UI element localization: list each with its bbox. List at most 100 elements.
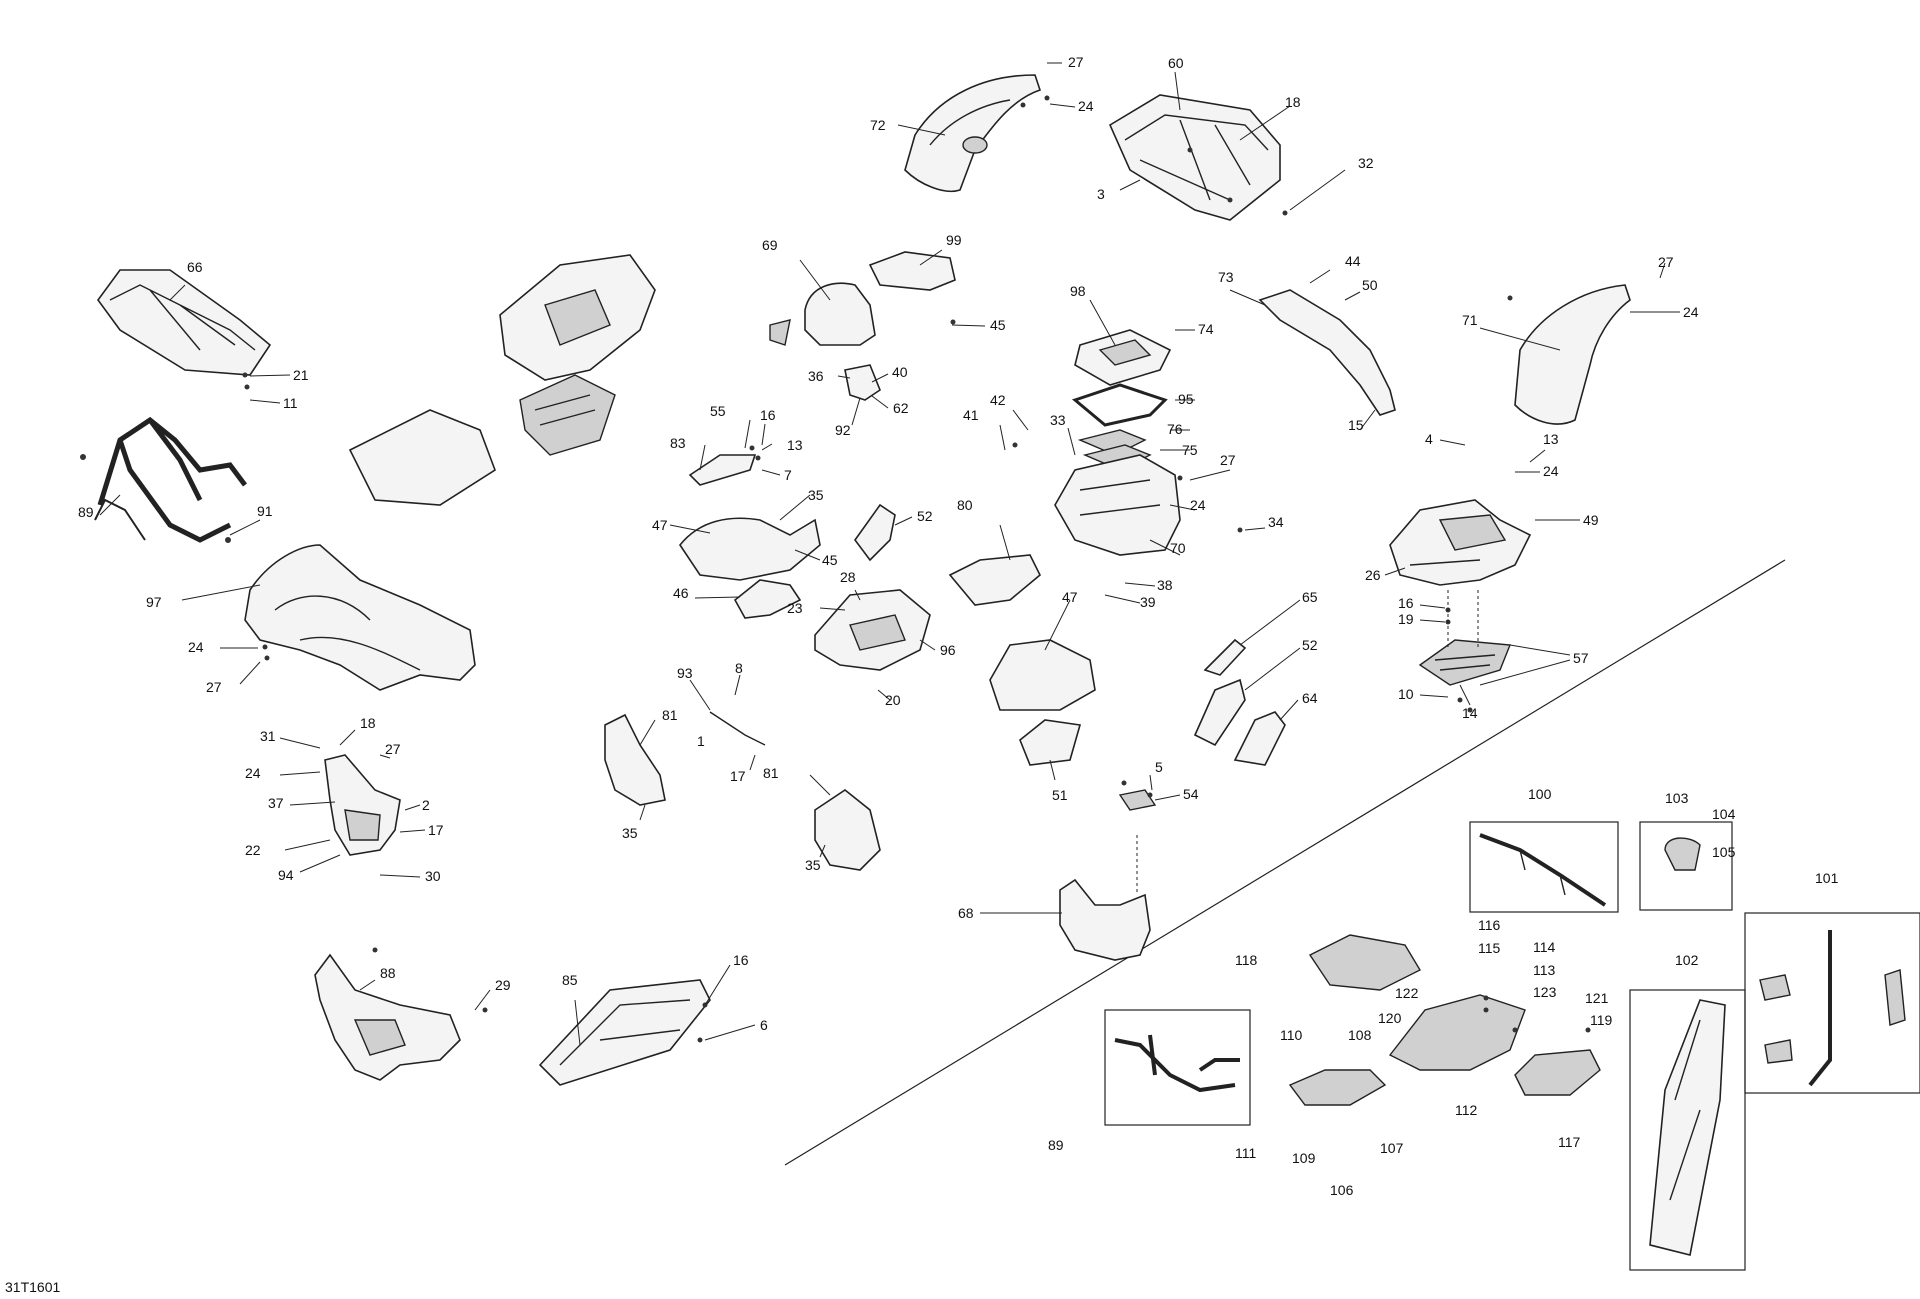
part-console-panel: [519, 374, 616, 456]
part-46-bracket: [733, 579, 802, 619]
callout-label: 27: [1068, 54, 1084, 70]
callout-label: 96: [940, 642, 956, 658]
callout-label: 49: [1583, 512, 1599, 528]
part-66-front-rack: [97, 269, 272, 376]
inset-box-89: [1104, 1009, 1251, 1126]
part-71-rear-fender-right: [1514, 284, 1631, 425]
callout-label: 75: [1182, 442, 1198, 458]
callout-label: 11: [283, 395, 298, 411]
part-73-rail: [1258, 289, 1396, 416]
callout-label: 50: [1362, 277, 1378, 293]
callout-label: 119: [1590, 1012, 1613, 1028]
callout-label: 28: [840, 569, 856, 585]
part-93-bracket: [709, 711, 766, 746]
callout-label: 114: [1533, 939, 1556, 955]
part-101-mount: [1759, 930, 1906, 1087]
callout-label: 42: [990, 392, 1006, 408]
callout-label: 122: [1395, 985, 1419, 1001]
part-106-skid-plate: [1288, 1069, 1387, 1106]
callout-label: 88: [380, 965, 396, 981]
callout-label: 31: [260, 728, 276, 744]
callout-label: 89: [78, 504, 94, 520]
callout-label: 24: [1190, 497, 1206, 513]
part-65-panel: [1203, 638, 1247, 676]
part-117-skid-plate: [1514, 1049, 1601, 1096]
part-88-lower-guard: [314, 953, 461, 1081]
callout-label: 85: [562, 972, 578, 988]
callout-label: 22: [245, 842, 261, 858]
callout-label: 89: [1048, 1137, 1064, 1153]
callout-label: 98: [1070, 283, 1086, 299]
part-103-clip: [1664, 837, 1701, 871]
callout-label: 15: [1348, 417, 1364, 433]
callout-label: 37: [268, 795, 284, 811]
callout-label: 117: [1558, 1134, 1581, 1150]
callout-label: 33: [1050, 412, 1066, 428]
part-60-rear-rack: [1108, 94, 1281, 221]
part-98-storage-lid: [1074, 329, 1172, 386]
callout-label: 23: [787, 600, 803, 616]
callout-label: 116: [1478, 917, 1501, 933]
callout-label: 24: [188, 639, 204, 655]
callout-label: 35: [622, 825, 638, 841]
part-52-panel-lower: [1193, 678, 1246, 747]
callout-label: 103: [1665, 790, 1689, 806]
callout-label: 32: [1358, 155, 1374, 171]
callout-label: 109: [1292, 1150, 1316, 1166]
callout-label: 45: [822, 552, 838, 568]
callout-label: 108: [1348, 1027, 1372, 1043]
part-47-right-side-panel: [989, 639, 1096, 711]
part-49-seat-base: [1389, 499, 1532, 586]
callout-label: 52: [917, 508, 933, 524]
callout-label: 17: [428, 822, 444, 838]
inset-box-103: [1639, 821, 1733, 911]
callout-label: 100: [1528, 786, 1552, 802]
callout-label: 41: [963, 407, 979, 423]
callout-label: 80: [957, 497, 973, 513]
part-99-insert: [868, 251, 956, 291]
callout-label: 65: [1302, 589, 1318, 605]
callout-label: 46: [673, 585, 689, 601]
callout-label: 105: [1712, 844, 1736, 860]
callout-label: 13: [787, 437, 803, 453]
callout-label: 16: [1398, 595, 1414, 611]
callout-label: 121: [1585, 990, 1609, 1006]
callout-label: 16: [733, 952, 749, 968]
part-57-plate: [1418, 639, 1511, 686]
callout-label: 107: [1380, 1140, 1404, 1156]
part-64-panel: [1233, 711, 1286, 766]
part-front-fascia-bracket: [324, 754, 401, 856]
part-81-liner-lower: [814, 789, 881, 871]
callout-label: 34: [1268, 514, 1284, 530]
callout-label: 54: [1183, 786, 1199, 802]
callout-label: 27: [1658, 254, 1674, 270]
callout-label: 40: [892, 364, 908, 380]
part-123-skid-plate: [1388, 994, 1526, 1071]
part-72-rear-fender: [904, 74, 1042, 192]
part-51-lower-panel: [1019, 719, 1082, 766]
callout-label: 1: [697, 733, 705, 749]
callout-label: 3: [1097, 186, 1105, 202]
part-100-handle: [1479, 833, 1607, 907]
callout-label: 21: [293, 367, 309, 383]
callout-label: 74: [1198, 321, 1214, 337]
part-68-lower-fender: [1059, 878, 1151, 961]
callout-label: 62: [893, 400, 909, 416]
callout-label: 10: [1398, 686, 1414, 702]
callout-label: 52: [1302, 637, 1318, 653]
callout-label: 95: [1178, 391, 1194, 407]
callout-label: 93: [677, 665, 693, 681]
callout-label: 29: [495, 977, 511, 993]
callout-label: 97: [146, 594, 162, 610]
inset-box-100: [1469, 821, 1619, 913]
callout-label: 123: [1533, 984, 1557, 1000]
callout-label: 2: [422, 797, 430, 813]
part-47-side-panel: [679, 517, 821, 581]
part-upper-console: [499, 254, 656, 381]
part-102-scabbard: [1649, 999, 1726, 1256]
part-85-skid-plate: [538, 979, 711, 1086]
callout-label: 36: [808, 368, 824, 384]
leader-lines: [99, 62, 1680, 1046]
callout-label: 60: [1168, 55, 1184, 71]
callout-label: 47: [1062, 589, 1078, 605]
